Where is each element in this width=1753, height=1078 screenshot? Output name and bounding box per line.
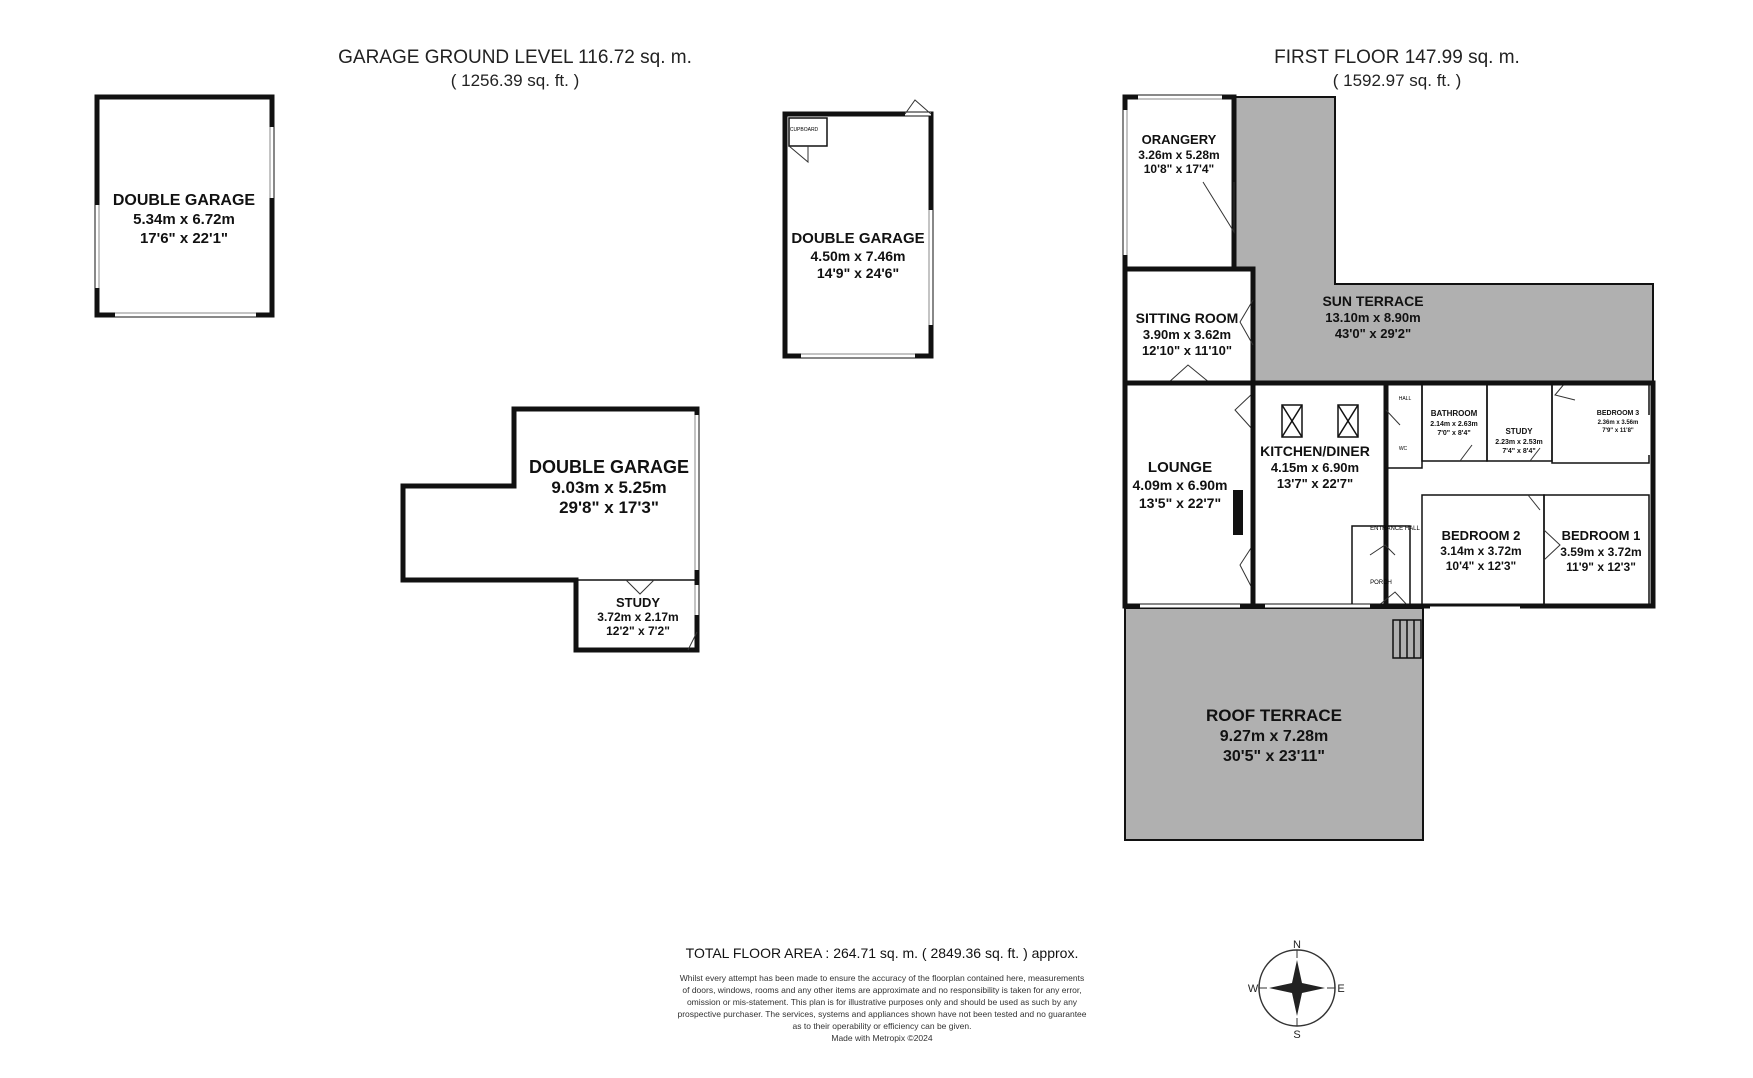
room-name: BEDROOM 2 bbox=[1442, 528, 1521, 543]
room-metric: 2.14m x 2.63m bbox=[1430, 421, 1477, 428]
first-floor-title: FIRST FLOOR 147.99 sq. m. bbox=[1274, 47, 1520, 68]
room-imperial: 14'9" x 24'6" bbox=[817, 265, 899, 281]
disclaimer-line: of doors, windows, rooms and any other i… bbox=[682, 985, 1081, 995]
room-metric: 2.36m x 3.56m bbox=[1598, 420, 1639, 426]
room-name: BEDROOM 1 bbox=[1562, 528, 1641, 543]
room-imperial: 30'5" x 23'11" bbox=[1223, 748, 1325, 765]
room-metric: 3.26m x 5.28m bbox=[1138, 148, 1219, 162]
entrance-hall-label: ENTRANCE HALL bbox=[1370, 526, 1420, 532]
room-imperial: 10'4" x 12'3" bbox=[1446, 559, 1516, 573]
disclaimer-line: prospective purchaser. The services, sys… bbox=[677, 1009, 1086, 1019]
room-metric: 4.50m x 7.46m bbox=[811, 248, 906, 264]
wc-label: WC bbox=[1399, 446, 1408, 452]
disclaimer-line: as to their operability or efficiency ca… bbox=[793, 1021, 972, 1031]
room-metric: 4.15m x 6.90m bbox=[1271, 460, 1359, 475]
room-name: KITCHEN/DINER bbox=[1260, 443, 1370, 459]
cupboard-label: CUPBOARD bbox=[790, 127, 819, 133]
room-name: ROOF TERRACE bbox=[1206, 706, 1342, 725]
room-imperial: 13'5" x 22'7" bbox=[1139, 495, 1221, 511]
porch-label: PORCH bbox=[1370, 580, 1392, 586]
room-name: BATHROOM bbox=[1431, 409, 1478, 418]
room-name: STUDY bbox=[616, 595, 660, 610]
room-metric: 9.03m x 5.25m bbox=[551, 478, 666, 497]
garage-level-title: GARAGE GROUND LEVEL 116.72 sq. m. bbox=[338, 47, 692, 68]
sun-terrace bbox=[1233, 96, 1654, 384]
room-name: STUDY bbox=[1505, 427, 1533, 436]
room-metric: 3.59m x 3.72m bbox=[1560, 545, 1641, 559]
room-metric: 4.09m x 6.90m bbox=[1133, 477, 1228, 493]
room-imperial: 7'9" x 11'8" bbox=[1602, 428, 1634, 434]
hall-label: HALL bbox=[1399, 396, 1412, 402]
room-imperial: 12'10" x 11'10" bbox=[1142, 343, 1232, 358]
room-name: ORANGERY bbox=[1142, 132, 1217, 147]
total-floor-area: TOTAL FLOOR AREA : 264.71 sq. m. ( 2849.… bbox=[686, 945, 1079, 961]
first-floor-plan: ORANGERY 3.26m x 5.28m 10'8" x 17'4" SIT… bbox=[1122, 94, 1656, 841]
disclaimer-line: Made with Metropix ©2024 bbox=[831, 1033, 933, 1043]
room-name: LOUNGE bbox=[1148, 459, 1212, 476]
compass-south: S bbox=[1293, 1029, 1300, 1041]
disclaimer: Whilst every attempt has been made to en… bbox=[677, 973, 1086, 1043]
room-name: DOUBLE GARAGE bbox=[791, 230, 924, 247]
room-metric: 3.90m x 3.62m bbox=[1143, 327, 1231, 342]
room-metric: 3.72m x 2.17m bbox=[597, 610, 678, 624]
room-name: SITTING ROOM bbox=[1136, 310, 1239, 326]
room-name: SUN TERRACE bbox=[1322, 293, 1423, 309]
room-imperial: 7'0" x 8'4" bbox=[1437, 430, 1470, 437]
double-garage-b: CUPBOARD DOUBLE GARAGE 4.50m x 7.46m 14'… bbox=[782, 99, 934, 359]
room-imperial: 17'6" x 22'1" bbox=[140, 230, 228, 247]
room-imperial: 11'9" x 12'3" bbox=[1566, 560, 1636, 574]
double-garage-c: DOUBLE GARAGE 9.03m x 5.25m 29'8" x 17'3… bbox=[400, 406, 700, 653]
room-imperial: 10'8" x 17'4" bbox=[1144, 162, 1214, 176]
room-imperial: 13'7" x 22'7" bbox=[1277, 476, 1353, 491]
room-imperial: 12'2" x 7'2" bbox=[606, 624, 670, 638]
double-garage-a: DOUBLE GARAGE 5.34m x 6.72m 17'6" x 22'1… bbox=[94, 94, 275, 318]
room-imperial: 43'0" x 29'2" bbox=[1335, 326, 1411, 341]
first-floor-subtitle: ( 1592.97 sq. ft. ) bbox=[1333, 71, 1462, 90]
compass-north: N bbox=[1293, 939, 1301, 951]
room-metric: 13.10m x 8.90m bbox=[1325, 310, 1420, 325]
compass-west: W bbox=[1248, 983, 1259, 995]
compass-east: E bbox=[1337, 983, 1344, 995]
room-name: BEDROOM 3 bbox=[1597, 410, 1640, 417]
compass-icon: N S E W bbox=[1248, 939, 1345, 1041]
room-metric: 5.34m x 6.72m bbox=[133, 211, 235, 228]
garage-level-subtitle: ( 1256.39 sq. ft. ) bbox=[451, 71, 580, 90]
disclaimer-line: Whilst every attempt has been made to en… bbox=[680, 973, 1084, 983]
room-metric: 3.14m x 3.72m bbox=[1440, 544, 1521, 558]
room-metric: 2.23m x 2.53m bbox=[1495, 439, 1542, 446]
room-imperial: 7'4" x 8'4" bbox=[1502, 448, 1535, 455]
room-imperial: 29'8" x 17'3" bbox=[559, 498, 659, 517]
disclaimer-line: omission or mis-statement. This plan is … bbox=[687, 997, 1078, 1007]
room-metric: 9.27m x 7.28m bbox=[1220, 728, 1329, 745]
room-name: DOUBLE GARAGE bbox=[113, 192, 256, 209]
room-name: DOUBLE GARAGE bbox=[529, 457, 689, 477]
